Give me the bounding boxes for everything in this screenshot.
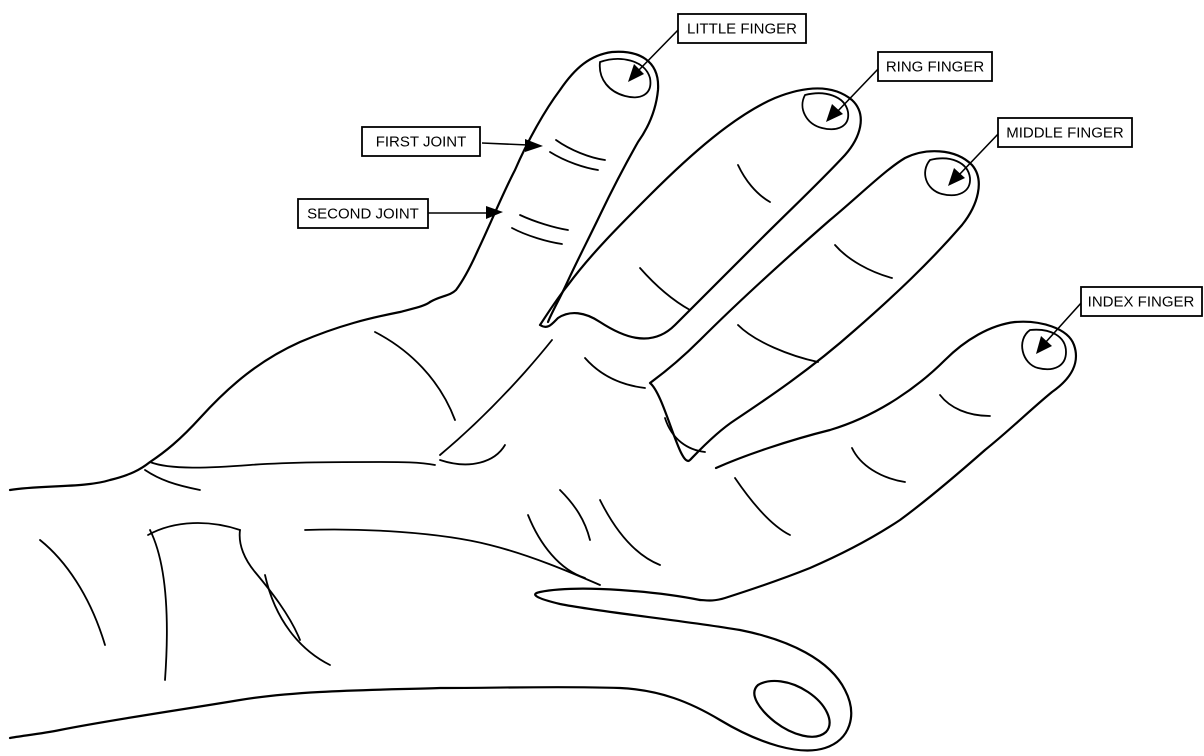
ring-finger-arrow [826,104,843,122]
palm-line-lower [600,500,660,565]
thumb-outline [10,589,851,751]
little-first-joint-crease-a [556,140,605,160]
label-ring-finger-text: RING FINGER [886,59,985,76]
little-finger-outline [430,52,658,322]
palm-line-heart [375,332,455,420]
wrist-crease-1 [40,540,105,645]
ring-joint-crease-upper [738,165,770,202]
ring-finger-outline [540,88,861,338]
wrist-crease-3 [148,523,240,535]
index-joint-crease-lower [852,448,905,482]
palm-line-base-middle [665,418,705,452]
palm-line-head [440,340,552,455]
middle-finger-leader [958,132,1000,176]
joint-creases [512,140,990,482]
second-joint-arrow [486,206,503,219]
wrist-lines [40,523,330,680]
little-second-joint-crease-a [520,215,568,230]
thumbnail [754,681,829,737]
label-little-finger: LITTLE FINGER [678,14,806,43]
label-first-joint-text: FIRST JOINT [376,134,467,151]
palm-line-life [440,445,505,464]
little-second-joint-crease-b [512,228,562,244]
label-second-joint-text: SECOND JOINT [307,206,419,223]
label-middle-finger-text: MIDDLE FINGER [1006,125,1124,142]
label-ring-finger: RING FINGER [878,52,992,81]
palm-line-thumb-base [528,515,585,578]
middle-joint-crease-upper [835,245,892,278]
palm-line-thumb-pad [305,530,600,585]
palm-line-crease-right [735,478,790,535]
wrist-fold-lower [265,575,330,665]
wrist-crease-2 [150,530,167,680]
ring-joint-crease-lower [640,268,690,310]
label-first-joint: FIRST JOINT [362,127,480,156]
hand-outline [10,52,1076,751]
index-finger-outline [700,322,1076,601]
ring-fingernail [802,93,848,129]
little-fingernail [600,59,651,97]
wrist-fold [240,530,300,640]
little-first-joint-crease-b [550,152,598,170]
label-second-joint: SECOND JOINT [298,199,428,228]
index-joint-crease-upper [940,395,990,416]
palm-line-base-ring [585,358,645,388]
thenar-edge [145,470,200,490]
palm-lines [305,332,790,585]
label-little-finger-text: LITTLE FINGER [687,21,797,38]
palm-line-middle [560,490,590,540]
label-index-finger: INDEX FINGER [1081,287,1202,316]
first-joint-leader [482,143,528,145]
middle-finger-outline [650,151,979,461]
first-joint-arrow [525,139,543,152]
label-index-finger-text: INDEX FINGER [1088,294,1195,311]
little-finger-leader [637,28,680,72]
palm-crease-top [150,462,435,468]
index-finger-leader [1045,302,1082,343]
label-middle-finger: MIDDLE FINGER [998,118,1132,147]
middle-joint-crease-lower [738,325,818,362]
